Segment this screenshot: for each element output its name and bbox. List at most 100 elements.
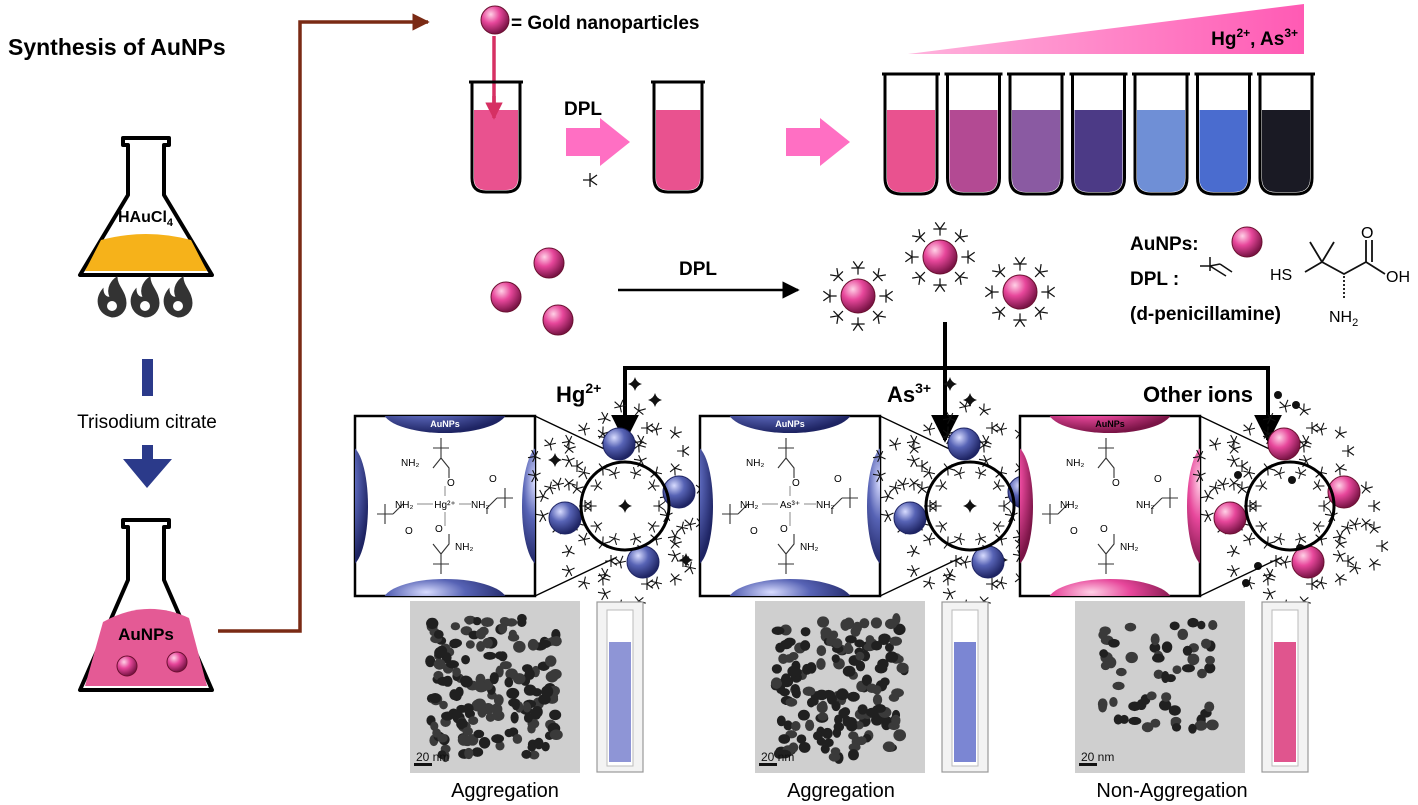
- nh2-label: NH₂: [455, 542, 473, 553]
- ligand-icon: [629, 401, 648, 420]
- ligand-icon: [576, 574, 592, 591]
- o-label: O: [435, 524, 443, 535]
- ligand-icon: [1241, 531, 1257, 548]
- ligand-icon: [989, 517, 1006, 535]
- np-label: AuNPs: [775, 419, 805, 429]
- ligand-icon: [1269, 554, 1283, 568]
- ligand-icon: [929, 499, 943, 513]
- ligand-icon: [879, 487, 897, 505]
- ligand-icon: [1235, 459, 1249, 473]
- dpl-label-top: DPL: [564, 99, 602, 120]
- scale-bar-label: 20 nm: [761, 750, 794, 764]
- ligand-icon: [989, 477, 1006, 495]
- ligand-icon: [984, 284, 1000, 300]
- flame-icon: [97, 276, 127, 318]
- flask-hauc14: HAuCl4: [78, 136, 214, 277]
- ligand-icon: [1225, 562, 1243, 580]
- nh2-label: NH₂: [1136, 500, 1154, 511]
- legend-nh2: NH2: [1329, 309, 1358, 329]
- np-aggregate: [1191, 398, 1389, 614]
- ion-star-icon: [548, 453, 562, 467]
- legend-dpl-full: (d-penicillamine): [1130, 304, 1281, 325]
- free-nanoparticles: [490, 247, 574, 336]
- result-label: Non-Aggregation: [1096, 780, 1247, 802]
- ligand-icon: [887, 436, 903, 453]
- ligand-icon: [604, 554, 618, 568]
- ligand-icon: [1309, 517, 1326, 535]
- ligand-icon: [910, 227, 931, 248]
- ligand-icon: [1309, 477, 1326, 495]
- ligand-icon: [949, 266, 970, 287]
- nh2-label: NH₂: [1120, 542, 1138, 553]
- legend-aunp-icon: [1231, 226, 1263, 258]
- center-ion-label: Hg²⁺: [434, 500, 455, 511]
- ligand-icon: [867, 266, 888, 287]
- arrow-label: Trisodium citrate: [77, 412, 217, 433]
- ligand-icon: [985, 421, 999, 435]
- nh2-label: NH₂: [1060, 500, 1078, 511]
- ligand-icon: [828, 305, 849, 326]
- np-aggregate: [871, 398, 1069, 614]
- tem-image: 20 nm: [410, 601, 580, 773]
- ligand-icon: [570, 459, 584, 473]
- ion-star-icon: [628, 377, 642, 391]
- test-tube: [1069, 72, 1128, 196]
- ligand-icon: [990, 262, 1011, 283]
- ligand-icon: [934, 517, 951, 535]
- o-label: O: [1070, 526, 1078, 537]
- ligand-icon: [1364, 519, 1383, 538]
- legend-gold: = Gold nanoparticles: [511, 13, 699, 34]
- coated-nanoparticle: [984, 256, 1056, 328]
- ligand-icon: [951, 466, 968, 482]
- ligand-icon: [1271, 466, 1288, 482]
- pink-arrow: [566, 118, 630, 166]
- test-tube: [1132, 72, 1190, 196]
- nh2-label: NH₂: [746, 458, 764, 469]
- ligand-icon: [1012, 256, 1028, 272]
- result-label: Aggregation: [787, 780, 895, 802]
- ligand-icon: [1029, 262, 1050, 283]
- ligand-icon: [1241, 421, 1257, 438]
- ligand-icon: [542, 436, 558, 453]
- ligand-icon: [1261, 585, 1279, 603]
- ligand-icon: [1277, 554, 1293, 571]
- ion-dot: [1292, 401, 1300, 409]
- ligand-icon: [938, 569, 957, 588]
- ligand-icon: [932, 221, 948, 237]
- legend-oh: OH: [1386, 269, 1410, 286]
- dpl-label-mid: DPL: [679, 259, 717, 280]
- o-label: O: [780, 524, 788, 535]
- ligand-icon: [1258, 569, 1277, 588]
- ligand-icon: [905, 562, 923, 580]
- flame-icon: [130, 276, 160, 318]
- ligand-icon: [1254, 517, 1271, 535]
- flask-label: AuNPs: [118, 625, 174, 644]
- ligand-icon: [1199, 487, 1217, 505]
- ligand-icon: [828, 266, 849, 287]
- ligand-icon: [972, 530, 989, 546]
- flask-label: HAuCl: [118, 209, 167, 226]
- flask-aunps: AuNPs: [78, 518, 214, 692]
- ligand-icon: [582, 172, 598, 188]
- ligand-icon: [1317, 499, 1331, 513]
- title: Synthesis of AuNPs: [8, 34, 226, 60]
- ligand-icon: [627, 530, 644, 546]
- ligand-icon: [1330, 424, 1349, 443]
- tem-image: 20 nm: [1075, 601, 1245, 773]
- ligand-icon: [676, 444, 690, 458]
- o-label: O: [447, 478, 455, 489]
- ligand-icon: [665, 459, 684, 478]
- ligand-icon: [1249, 499, 1263, 513]
- ligand-icon: [921, 531, 937, 548]
- ion-star-icon: [618, 499, 632, 513]
- ligand-icon: [941, 585, 959, 603]
- connector-line: [218, 13, 430, 633]
- o-label: O: [834, 474, 842, 485]
- ligand-icon: [1012, 312, 1028, 328]
- ligand-icon: [990, 301, 1011, 322]
- coated-nanoparticle: [822, 260, 894, 332]
